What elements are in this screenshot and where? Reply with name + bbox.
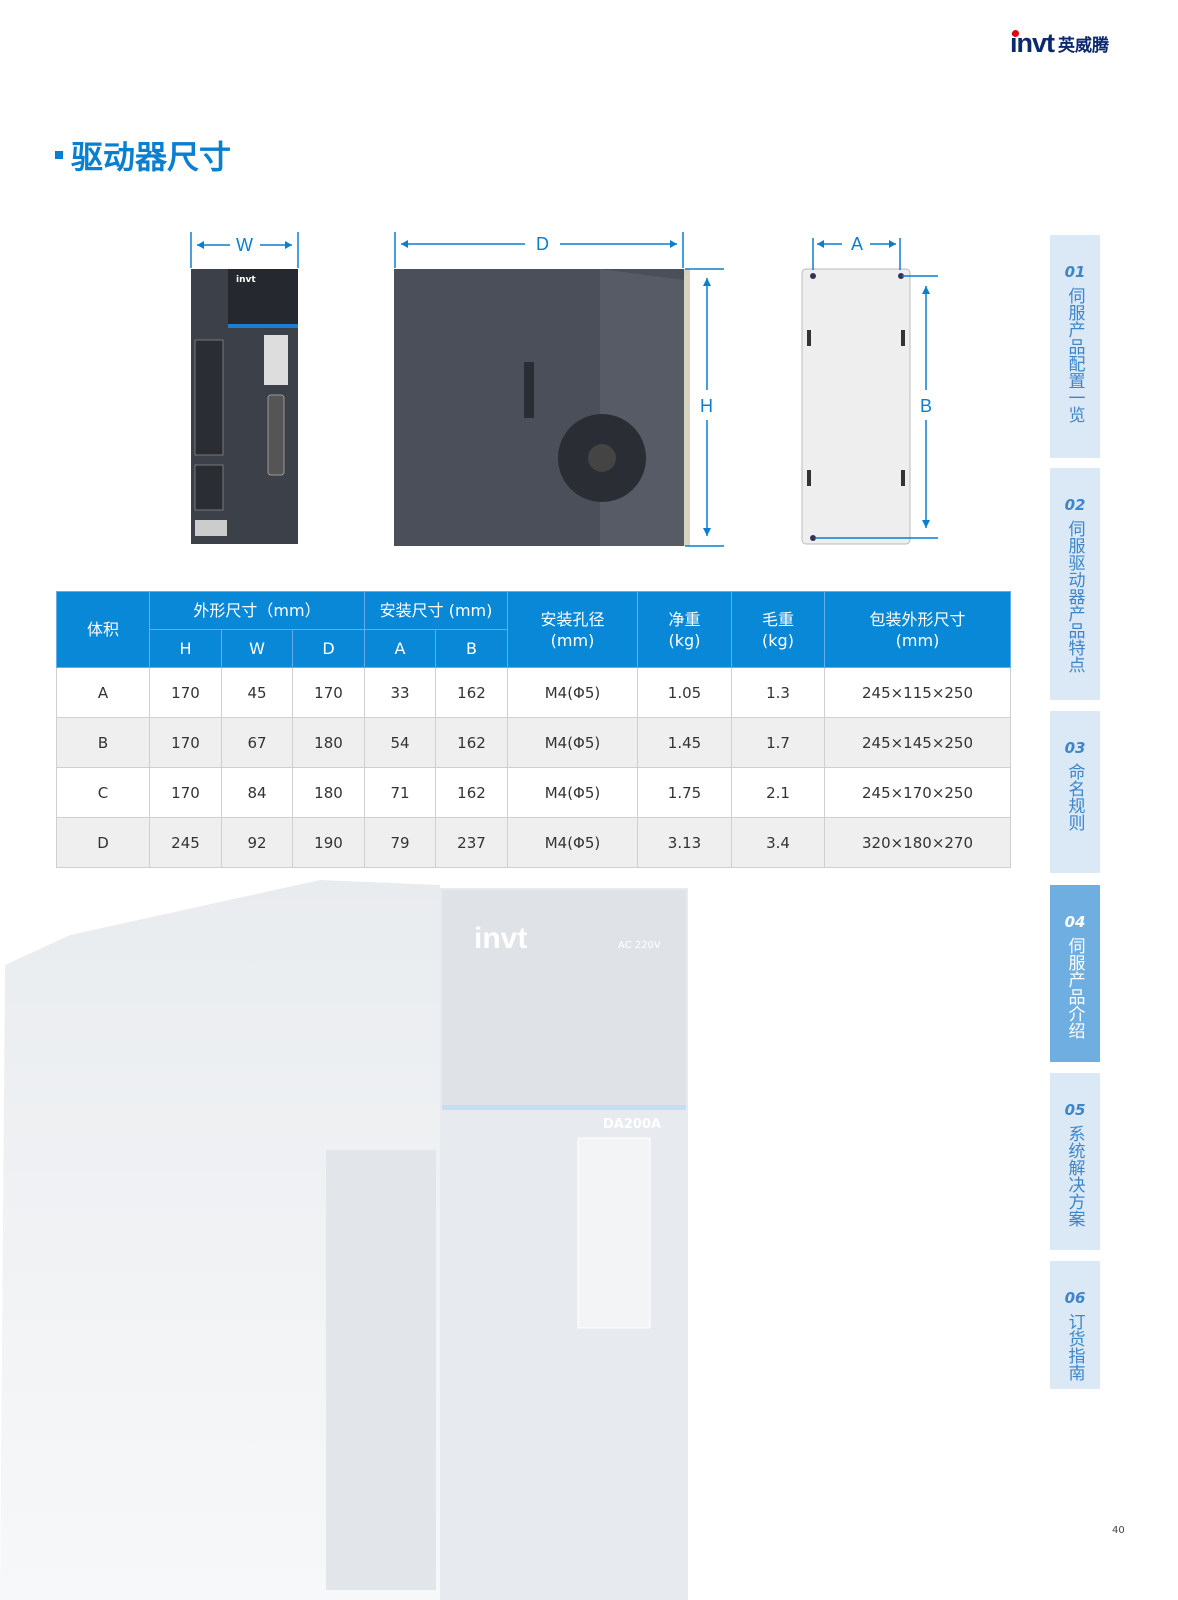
nav-tab-number: 05 — [1064, 1101, 1086, 1119]
nav-tab-label: 伺服产品介绍 — [1064, 937, 1085, 1039]
table-cell: 162 — [435, 767, 508, 818]
logo-cn: 英威腾 — [1058, 36, 1110, 56]
th-a: A — [364, 629, 436, 668]
table-cell: 170 — [292, 667, 365, 718]
table-cell: M4(Φ5) — [507, 717, 638, 768]
nav-tab-05[interactable]: 05 系统解决方案 — [1050, 1073, 1100, 1250]
table-cell: 1.75 — [637, 767, 732, 818]
table-cell: B — [56, 717, 150, 768]
page-title: 驱动器尺寸 — [55, 132, 231, 178]
svg-text:DA200A: DA200A — [603, 1117, 661, 1132]
logo-mark: invt — [1010, 28, 1055, 58]
nav-tab-number: 04 — [1064, 913, 1086, 931]
nav-tab-06[interactable]: 06 订货指南 — [1050, 1261, 1100, 1389]
table-cell: 71 — [364, 767, 436, 818]
page-title-text: 驱动器尺寸 — [71, 138, 232, 176]
dim-label-d: D — [536, 234, 549, 254]
th-b: B — [435, 629, 508, 668]
th-hole: 安装孔径 (mm) — [507, 591, 638, 668]
th-net-weight: 净重 (kg) — [637, 591, 732, 668]
nav-tab-label: 伺服驱动器产品特点 — [1064, 520, 1085, 673]
svg-text:invt: invt — [236, 275, 256, 285]
svg-text:invt: invt — [474, 922, 527, 955]
table-cell: A — [56, 667, 150, 718]
nav-tab-number: 01 — [1064, 263, 1086, 281]
th-outer: 外形尺寸（mm） — [149, 591, 365, 630]
dim-label-h: H — [700, 396, 713, 416]
table-cell: 3.13 — [637, 817, 732, 868]
table-cell: 1.7 — [731, 717, 825, 768]
front-view-drawing: invt — [191, 269, 298, 544]
table-cell: 162 — [435, 667, 508, 718]
table-cell: 180 — [292, 767, 365, 818]
table-cell: 2.1 — [731, 767, 825, 818]
table-cell: 54 — [364, 717, 436, 768]
nav-tab-number: 02 — [1064, 496, 1086, 514]
table-cell: 1.05 — [637, 667, 732, 718]
table-cell: 245×145×250 — [824, 717, 1011, 768]
table-cell: 79 — [364, 817, 436, 868]
dim-label-b: B — [920, 396, 932, 416]
nav-tab-01[interactable]: 01 伺服产品配置一览 — [1050, 235, 1100, 458]
nav-tab-label: 命名规则 — [1064, 763, 1085, 831]
th-package: 包装外形尺寸 (mm) — [824, 591, 1011, 668]
dimension-table: 体积 外形尺寸（mm） 安装尺寸 (mm) 安装孔径 (mm) 净重 (kg) … — [56, 591, 1011, 868]
table-cell: 170 — [149, 717, 222, 768]
table-cell: 92 — [221, 817, 293, 868]
table-cell: 45 — [221, 667, 293, 718]
table-cell: 170 — [149, 767, 222, 818]
back-view-drawing — [801, 268, 911, 545]
table-cell: 237 — [435, 817, 508, 868]
th-h: H — [149, 629, 222, 668]
page-number: 40 — [1112, 1525, 1125, 1536]
table-cell: 245×115×250 — [824, 667, 1011, 718]
table-cell: 162 — [435, 717, 508, 768]
table-cell: 180 — [292, 717, 365, 768]
dim-label-a: A — [851, 234, 863, 254]
nav-tab-label: 订货指南 — [1064, 1313, 1085, 1381]
table-cell: 84 — [221, 767, 293, 818]
nav-tab-02[interactable]: 02 伺服驱动器产品特点 — [1050, 468, 1100, 700]
table-cell: 67 — [221, 717, 293, 768]
table-cell: 1.3 — [731, 667, 825, 718]
table-cell: M4(Φ5) — [507, 667, 638, 718]
dim-label-w: W — [236, 235, 253, 255]
side-view-drawing — [394, 269, 690, 546]
dimension-diagrams: invt W D H A B — [190, 232, 938, 547]
table-cell: 245 — [149, 817, 222, 868]
background-product-image: invt AC 220V DA200A — [0, 880, 688, 1600]
table-cell: 245×170×250 — [824, 767, 1011, 818]
table-cell: 3.4 — [731, 817, 825, 868]
table-cell: 190 — [292, 817, 365, 868]
nav-tab-03[interactable]: 03 命名规则 — [1050, 711, 1100, 873]
th-gross-weight: 毛重 (kg) — [731, 591, 825, 668]
nav-tab-number: 03 — [1064, 739, 1086, 757]
nav-tab-label: 系统解决方案 — [1064, 1125, 1085, 1227]
th-volume: 体积 — [56, 591, 150, 668]
bullet-square-icon — [55, 151, 63, 159]
table-cell: D — [56, 817, 150, 868]
table-cell: 170 — [149, 667, 222, 718]
table-cell: C — [56, 767, 150, 818]
nav-tab-label: 伺服产品配置一览 — [1064, 287, 1085, 423]
svg-text:AC 220V: AC 220V — [618, 940, 661, 951]
brand-logo: invt 英威腾 — [1010, 28, 1109, 59]
table-cell: M4(Φ5) — [507, 767, 638, 818]
table-cell: 33 — [364, 667, 436, 718]
th-w: W — [221, 629, 293, 668]
table-cell: 320×180×270 — [824, 817, 1011, 868]
th-mount: 安装尺寸 (mm) — [364, 591, 508, 630]
th-d: D — [292, 629, 365, 668]
table-cell: 1.45 — [637, 717, 732, 768]
nav-tab-04[interactable]: 04 伺服产品介绍 — [1050, 885, 1100, 1062]
nav-tab-number: 06 — [1064, 1289, 1086, 1307]
table-cell: M4(Φ5) — [507, 817, 638, 868]
